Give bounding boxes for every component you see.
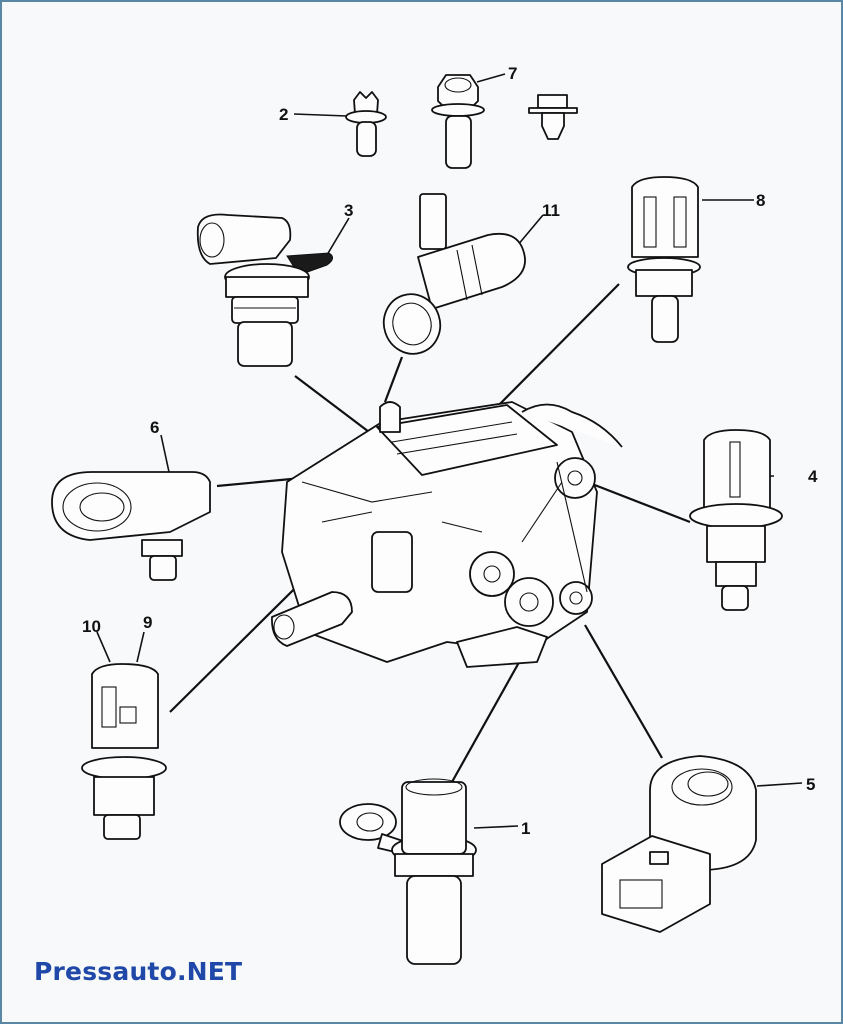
- callout-labels: 1 2 3 4 5 6 7 8 9 10 11: [82, 64, 818, 838]
- part-intake-air-sensor: [382, 193, 526, 355]
- part-map-sensor: [51, 471, 211, 581]
- leader-line-11: [383, 356, 404, 403]
- leader-line-3: [294, 375, 378, 439]
- callout-3: 3: [344, 201, 353, 220]
- part-oil-pressure-sensor: [81, 663, 167, 840]
- part-torx-bolt: [345, 91, 387, 157]
- part-push-clip: [528, 94, 578, 140]
- callout-7: 7: [508, 64, 517, 83]
- callout-2: 2: [279, 105, 288, 124]
- part-crankshaft-sensor: [339, 778, 477, 965]
- leader-line-4: [586, 480, 691, 524]
- callout-11: 11: [542, 201, 560, 220]
- callout-pointers: [96, 73, 803, 829]
- part-knock-sensor: [601, 755, 757, 933]
- callout-1: 1: [521, 819, 530, 838]
- part-hex-bolt: [431, 74, 485, 169]
- watermark-text: Pressauto.NET: [34, 957, 243, 986]
- leader-line-6: [216, 476, 303, 488]
- leader-line-5: [584, 624, 663, 759]
- callout-5: 5: [806, 775, 815, 794]
- part-coolant-temp-sensor: [689, 429, 783, 611]
- leader-line-8: [483, 283, 620, 421]
- callout-4: 4: [808, 467, 818, 486]
- callout-8: 8: [756, 191, 765, 210]
- callout-10: 10: [82, 617, 101, 636]
- part-temp-sensor-8: [627, 176, 701, 343]
- leader-line-1: [451, 656, 523, 783]
- callout-9: 9: [143, 613, 152, 632]
- part-camshaft-sensor: [196, 213, 333, 367]
- callout-6: 6: [150, 418, 159, 437]
- engine-assembly: [271, 401, 623, 668]
